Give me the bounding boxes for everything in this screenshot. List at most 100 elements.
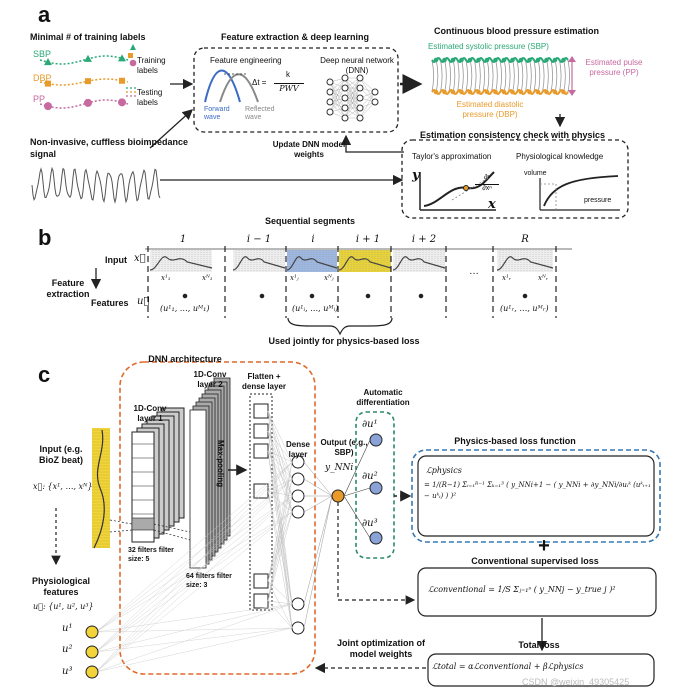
conv2-label: 1D-Conv layer 2 bbox=[193, 370, 227, 389]
bp-wave-line bbox=[567, 59, 570, 93]
flatten-column bbox=[249, 393, 273, 611]
dense-output-edge bbox=[303, 478, 333, 497]
u-dense-edge bbox=[95, 461, 293, 673]
dbp-point bbox=[467, 89, 473, 95]
dnn-node bbox=[341, 104, 349, 112]
flatten-unit bbox=[253, 573, 269, 589]
flatten-dense-edge bbox=[267, 450, 293, 605]
physio-feature-node bbox=[85, 625, 99, 639]
dbp-point bbox=[501, 89, 507, 95]
sbp-point bbox=[552, 57, 558, 63]
bioimpedance-signal bbox=[31, 166, 161, 204]
flatten-dense-edge bbox=[267, 410, 293, 605]
flatten-unit bbox=[253, 403, 269, 419]
xj1-label: x¹ⱼ bbox=[290, 274, 299, 282]
est-dbp-label: Estimated diastolic pressure (DBP) bbox=[456, 100, 524, 119]
physio-feature-node bbox=[85, 665, 99, 679]
dnn-edge bbox=[344, 77, 361, 109]
training-labels-legend: Training labels bbox=[137, 56, 166, 75]
conv-loss-title: Conventional supervised loss bbox=[471, 556, 599, 566]
pressure-axis-label: pressure bbox=[584, 197, 612, 204]
est-pp-label: Estimated pulse pressure (PP) bbox=[585, 58, 643, 77]
seq-segments-title: Sequential segments bbox=[264, 216, 356, 226]
conv1-link-b bbox=[109, 529, 133, 533]
features-sym-b: u⃗ bbox=[137, 296, 150, 307]
du3-label: ∂u³ bbox=[362, 518, 378, 529]
seg-label-i-plus-2: i + 2 bbox=[411, 234, 437, 245]
bp-wave-line bbox=[448, 59, 451, 93]
u3-label: u³ bbox=[62, 666, 73, 677]
flatten-dense-edge bbox=[267, 461, 293, 582]
legend-sq bbox=[128, 53, 133, 58]
derivative-node bbox=[369, 433, 383, 447]
sbp-train-curve bbox=[39, 55, 129, 65]
pp-train-curve-marker bbox=[84, 98, 92, 107]
dense-node bbox=[291, 489, 305, 503]
bp-wave-line bbox=[465, 59, 468, 93]
bp-wave-line bbox=[469, 59, 473, 93]
dnn-node bbox=[341, 114, 349, 122]
flatten-dense-edge bbox=[267, 580, 293, 629]
dnn-edge bbox=[329, 77, 346, 103]
input-beat-strip bbox=[92, 428, 110, 548]
bp-wave-line bbox=[516, 59, 519, 93]
consistency-title: Estimation consistency check with physic… bbox=[420, 130, 606, 140]
bp-wave-line bbox=[435, 59, 439, 93]
dnn-node bbox=[356, 94, 364, 102]
ellipsis-b: … bbox=[469, 266, 479, 277]
auto-diff-box bbox=[355, 411, 395, 559]
panel-c-letter: c bbox=[38, 362, 51, 387]
dnn-edge bbox=[359, 91, 376, 119]
sbp-point bbox=[501, 57, 507, 63]
feature-dot bbox=[259, 293, 265, 299]
forward-wave-label: Forward wave bbox=[204, 106, 230, 121]
u2-label: u² bbox=[62, 644, 73, 655]
forward-wave-curve bbox=[204, 69, 241, 103]
u-dense-edge bbox=[95, 478, 293, 633]
feat-extract-title: Feature extraction & deep learning bbox=[220, 32, 370, 42]
arrow-signal-to-fe bbox=[149, 109, 193, 149]
segment-waveform bbox=[232, 256, 286, 271]
bp-wave-line bbox=[546, 59, 549, 93]
conv-loss-eq: ℒconventional = 1/S Σⱼ₌₁ˢ ( y_NNj − y_tr… bbox=[428, 585, 616, 594]
segment-waveform bbox=[496, 256, 554, 271]
bp-wave-line bbox=[431, 59, 434, 93]
seg-label-1: 1 bbox=[179, 234, 187, 245]
phys-loss-lhs: ℒphysics bbox=[426, 466, 462, 475]
flatten-dense-edge bbox=[267, 495, 293, 582]
seg-label-i-minus-1: i − 1 bbox=[246, 234, 272, 245]
sbp-point bbox=[442, 57, 447, 63]
dnn-arch-title: DNN architecture bbox=[148, 354, 222, 364]
dbp-point bbox=[484, 89, 490, 95]
flatten-dense-edge bbox=[267, 430, 293, 480]
panel-b-letter: b bbox=[38, 225, 52, 250]
u-dense-edge bbox=[95, 627, 293, 673]
dbp-point bbox=[518, 89, 524, 95]
flatten-dense-edge bbox=[267, 450, 293, 480]
min-labels-title: Minimal # of training labels bbox=[30, 32, 146, 42]
partial-den: ∂xⁿ bbox=[475, 184, 499, 192]
dbp-point bbox=[527, 89, 532, 95]
u-dense-edge bbox=[95, 603, 293, 633]
feati-label: (u¹ᵢ, …, uᴹᵢ) bbox=[292, 304, 339, 313]
legend-tri bbox=[130, 44, 136, 50]
u-dense-edge bbox=[95, 627, 293, 653]
dense-output-edge bbox=[303, 495, 333, 513]
feat1-label: (u¹₁, …, uᴹ₁) bbox=[160, 304, 210, 313]
output-sym: y_NNi bbox=[325, 463, 354, 473]
bp-wave-line bbox=[486, 59, 490, 93]
delta-t-num: k bbox=[286, 70, 290, 79]
dnn-node bbox=[326, 78, 334, 86]
sbp-point bbox=[476, 57, 481, 63]
sbp-point bbox=[493, 57, 498, 63]
dense-node bbox=[291, 621, 305, 635]
derivative-node bbox=[369, 481, 383, 495]
xr1-label: x¹ᵣ bbox=[502, 274, 512, 282]
conv1-receptive bbox=[131, 517, 155, 531]
taylor-point bbox=[463, 185, 469, 191]
feature-extraction-box bbox=[193, 47, 399, 133]
delta-t-den: PWV bbox=[274, 83, 304, 93]
bp-wave-line bbox=[525, 59, 528, 93]
dbp-point bbox=[493, 89, 498, 95]
